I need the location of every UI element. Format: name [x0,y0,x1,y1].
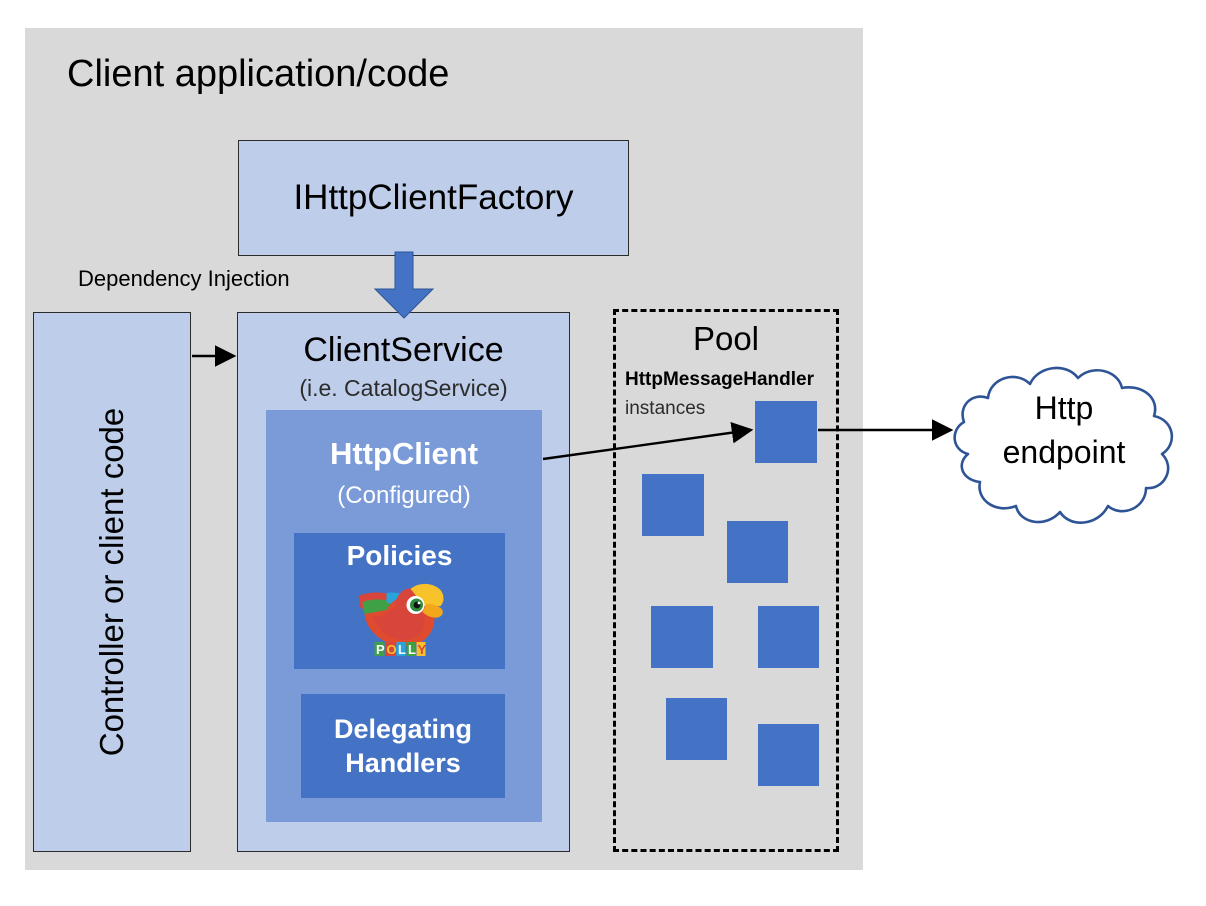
http-client-title: HttpClient [329,436,479,471]
http-endpoint-line-1: Http [1034,390,1094,426]
polly-parrot-logo: P O L L Y [358,583,443,657]
pool-box[interactable]: Pool HttpMessageHandler instances [613,309,839,852]
svg-text:L: L [408,642,416,657]
policies-box[interactable]: Policies [294,533,505,669]
svg-text:P: P [376,642,385,657]
client-application-title: Client application/code [67,53,450,95]
svg-text:O: O [386,642,396,657]
http-client-subtitle: (Configured) [337,482,471,509]
handler-instance-4[interactable] [651,606,713,668]
http-endpoint-line-2: endpoint [1002,434,1126,470]
client-service-title: ClientService [303,331,504,369]
http-endpoint-label: Http endpoint [938,386,1190,474]
handler-instance-1[interactable] [755,401,817,463]
ihttpclientfactory-box[interactable]: IHttpClientFactory [238,140,629,256]
handler-instance-2[interactable] [642,474,704,536]
delegating-handlers-box[interactable]: Delegating Handlers [301,694,505,798]
handler-instance-3[interactable] [727,521,788,583]
controller-or-client-code-label: Controller or client code [93,407,130,757]
handler-instance-6[interactable] [666,698,727,760]
dependency-injection-caption: Dependency Injection [78,266,290,291]
client-service-subtitle: (i.e. CatalogService) [299,375,508,401]
polly-wordmark: P O L L Y [374,642,426,657]
delegating-handlers-line-2: Handlers [345,748,461,778]
controller-or-client-code-box[interactable]: Controller or client code [33,312,191,852]
cloud-shape-icon [953,366,1174,524]
http-endpoint-cloud[interactable]: Http endpoint [938,358,1190,536]
svg-text:Y: Y [417,642,426,657]
delegating-handlers-line-1: Delegating [333,714,473,744]
handler-instance-7[interactable] [758,724,819,786]
handler-instance-5[interactable] [758,606,819,668]
pool-subtitle-instances: instances [625,398,706,419]
policies-title: Policies [346,540,453,571]
pool-subtitle-handler-type: HttpMessageHandler [625,369,814,390]
ihttpclientfactory-label: IHttpClientFactory [293,178,574,217]
pool-title: Pool [692,320,760,357]
svg-text:L: L [398,642,406,657]
